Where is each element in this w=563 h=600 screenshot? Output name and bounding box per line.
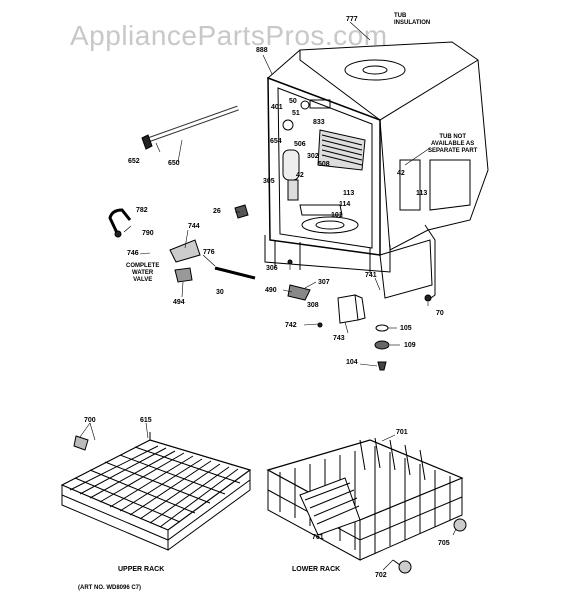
part-label: 30 [216,289,224,296]
part-label: 508 [318,161,330,168]
part-label: 42 [296,172,304,179]
part-label: 743 [333,335,345,342]
part-label: 746 [127,250,139,257]
part-label: 51 [292,110,300,117]
part-label: 705 [438,540,450,547]
part-label: 114 [339,201,351,208]
part-label: 654 [270,138,282,145]
part-label: 308 [307,302,319,309]
tub-insulation-note: TUB INSULATION [394,13,430,27]
note-line: AVAILABLE AS [431,141,475,147]
part-label: 113 [416,190,428,197]
part-label: 702 [375,572,387,579]
part-label: 109 [404,342,416,349]
part-label: 776 [203,249,215,256]
part-label: 506 [294,141,306,148]
note-line: COMPLETE [126,263,160,269]
upper-rack-drawing [60,432,252,551]
watermark: AppliancePartsPros.com [70,20,388,51]
art-number-caption: (ART NO. WD8096 C7) [78,585,142,591]
leader-lines [79,21,459,571]
note-line: TUB [394,13,407,19]
note-line: WATER [132,270,154,276]
part-label: 490 [265,287,277,294]
part-label: 50 [289,98,297,105]
tub-not-available-note: TUB NOT AVAILABLE AS SEPARATE PART [428,134,477,155]
part-label: 777 [346,16,358,23]
note-line: SEPARATE PART [428,148,478,154]
part-label: 494 [173,299,185,306]
loose-parts [108,105,432,371]
complete-water-valve-note: COMPLETE WATER VALVE [126,263,159,284]
note-line: VALVE [133,277,153,283]
tub-body [267,41,489,256]
part-label: 741 [365,272,377,279]
part-label: 101 [331,212,343,219]
part-label: 700 [84,417,96,424]
part-label: 305 [263,178,275,185]
part-label: 306 [266,265,278,272]
part-label: 401 [271,104,283,111]
part-label: 782 [136,207,148,214]
part-label: 70 [436,310,444,317]
part-label: 615 [140,417,152,424]
part-label: 307 [318,279,330,286]
lower-rack-caption: LOWER RACK [292,566,341,573]
part-label: 701 [396,429,408,436]
note-line: INSULATION [394,20,431,26]
part-label: 113 [343,190,355,197]
part-label: 42 [397,170,405,177]
tub-base [264,224,436,301]
part-label: 790 [142,230,154,237]
note-line: TUB NOT [439,134,466,140]
part-label: 744 [188,223,200,230]
lower-rack-drawing [266,437,467,574]
part-label: 761 [312,534,324,541]
part-label: 26 [213,208,221,215]
upper-rack-caption: UPPER RACK [118,566,165,573]
part-label: 650 [168,160,180,167]
part-label: 302 [307,153,319,160]
part-label: 888 [256,47,268,54]
part-label: 105 [400,325,412,332]
part-label: 104 [346,359,358,366]
tub-internals [282,99,366,234]
part-label: 833 [313,119,325,126]
part-label: 652 [128,158,140,165]
part-label: 742 [285,322,297,329]
